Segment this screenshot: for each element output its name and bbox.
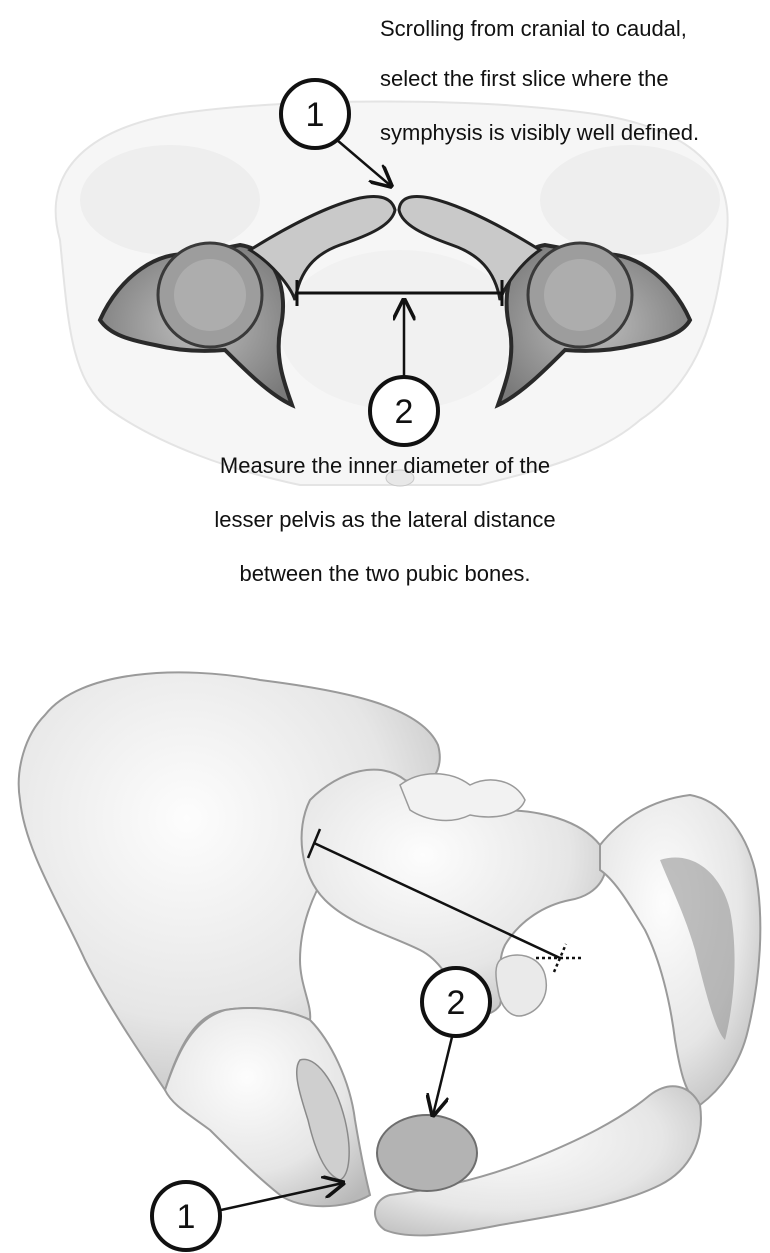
pelvis-marker-1: 1	[152, 1182, 220, 1250]
pelvis-marker-2: 2	[422, 968, 490, 1036]
instruction-1: Scrolling from cranial to caudal, select…	[380, 0, 765, 150]
pelvis-3d-render	[19, 672, 761, 1235]
instruction-2-line-1: Measure the inner diameter of the	[0, 455, 770, 477]
pelvis-coccyx	[496, 955, 546, 1016]
ct-marker-1: 1	[281, 80, 349, 148]
ct-marker-2-label: 2	[395, 393, 414, 431]
pelvis-marker-1-label: 1	[177, 1198, 196, 1236]
ct-marker-2: 2	[370, 377, 438, 445]
ct-soft-tissue-left	[80, 145, 260, 255]
pelvis-l5-vertebra	[400, 774, 525, 821]
instruction-2-line-2: lesser pelvis as the lateral distance	[0, 509, 770, 531]
instruction-1-line-2: select the first slice where the	[380, 68, 669, 90]
pelvis-bladder	[377, 1115, 477, 1191]
pelvis-right-ilium	[600, 795, 760, 1105]
pelvis-marker-2-label: 2	[447, 984, 466, 1022]
ct-soft-tissue-right	[540, 145, 720, 255]
instruction-1-line-1: Scrolling from cranial to caudal,	[380, 18, 687, 40]
pelvis-arrow-2	[433, 1037, 452, 1115]
instruction-2-line-3: between the two pubic bones.	[0, 563, 770, 585]
ct-marker-1-label: 1	[306, 96, 325, 134]
instruction-2: Measure the inner diameter of the lesser…	[0, 445, 770, 615]
instruction-1-line-3: symphysis is visibly well defined.	[380, 122, 699, 144]
